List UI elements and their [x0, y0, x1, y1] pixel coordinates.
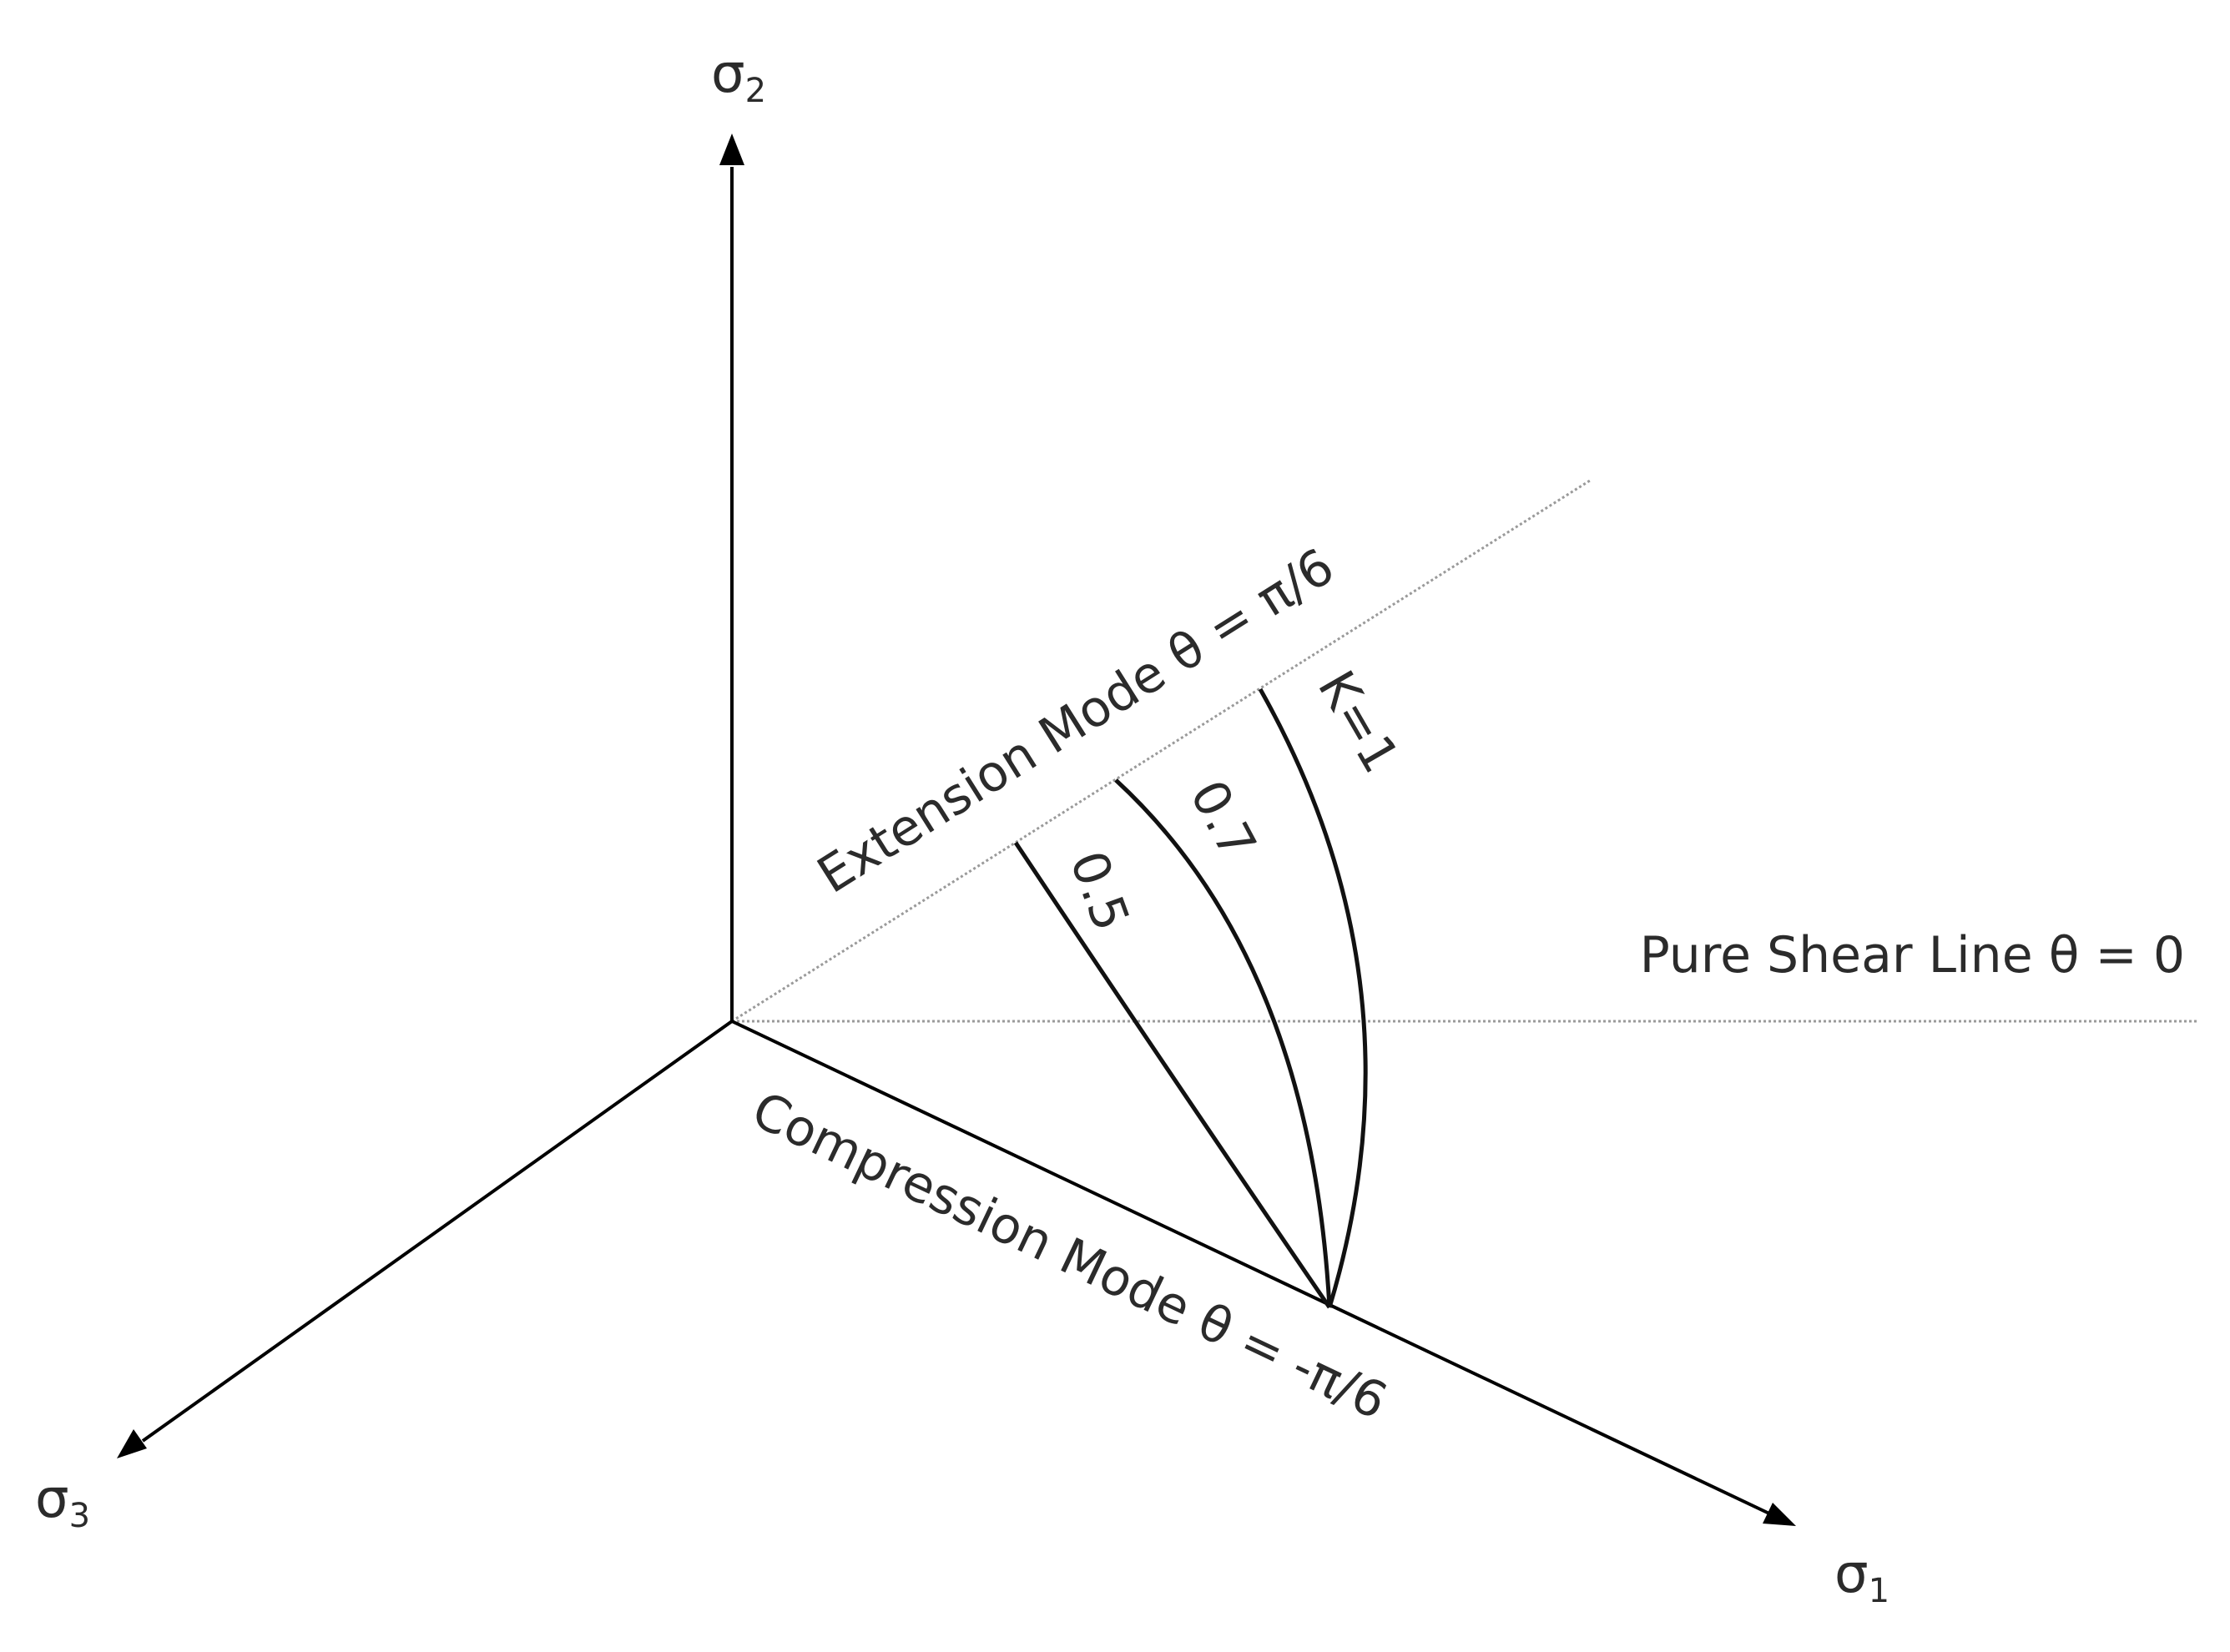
extension-mode-label: Extension Mode θ = π/6	[808, 537, 1345, 905]
sigma1-label: σ1	[1834, 1544, 1889, 1610]
sigma2-arrowhead	[719, 133, 744, 165]
curve-k-1	[1258, 687, 1368, 1308]
sigma1-arrowhead	[1763, 1503, 1796, 1526]
curve-label-0-7: 0.7	[1178, 771, 1268, 869]
extension-mode-line	[731, 479, 1591, 1023]
compression-mode-label: Compression Mode θ = -π/6	[744, 1080, 1396, 1431]
pure-shear-label: Pure Shear Line θ = 0	[1640, 926, 2185, 985]
sigma3-axis	[141, 1020, 734, 1443]
sigma2-label: σ2	[711, 43, 766, 110]
sigma1-axis	[731, 1020, 1772, 1516]
curve-label-k-1: K=1	[1306, 662, 1410, 783]
sigma3-arrowhead	[117, 1429, 147, 1458]
sigma3-label: σ3	[35, 1468, 90, 1535]
curve-k-0-5	[1013, 841, 1332, 1309]
curve-k-0-7	[1114, 778, 1332, 1308]
